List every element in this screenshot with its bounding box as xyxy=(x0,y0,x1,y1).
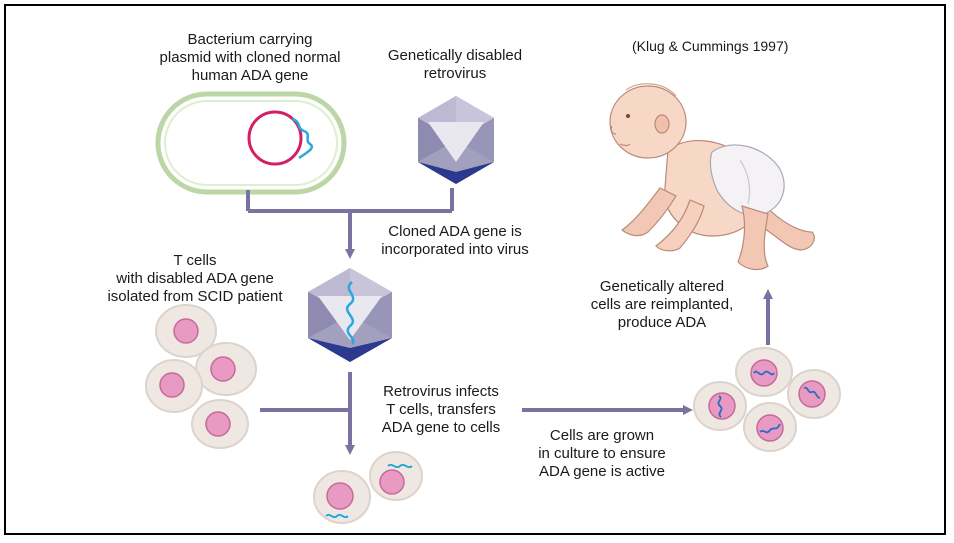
reimplanted-label: Genetically altered cells are reimplante… xyxy=(590,278,734,331)
ada-gene-icon xyxy=(325,513,349,519)
t-cell xyxy=(145,359,203,413)
incorporated-label: Cloned ADA gene is incorporated into vir… xyxy=(381,223,529,258)
bacterium-icon xyxy=(155,91,347,195)
infected-t-cells xyxy=(313,451,423,524)
citation: (Klug & Cummings 1997) xyxy=(632,38,789,54)
t-cells-label: T cells with disabled ADA gene isolated … xyxy=(107,252,283,305)
infects-label: Retrovirus infects T cells, transfers AD… xyxy=(381,383,501,436)
baby-icon xyxy=(609,83,815,271)
figure-frame xyxy=(4,4,946,535)
ada-gene-icon xyxy=(753,370,775,376)
merge-arrow xyxy=(246,188,454,259)
grown-label: Cells are grown in culture to ensure ADA… xyxy=(538,427,666,480)
retrovirus-label: Genetically disabled retrovirus xyxy=(387,47,523,82)
ada-gene-icon xyxy=(291,117,314,160)
ada-gene-icon xyxy=(387,463,413,469)
ada-gene-icon xyxy=(717,395,723,418)
t-cell xyxy=(155,304,217,358)
t-cell xyxy=(369,451,423,501)
infection-arrow xyxy=(260,372,355,455)
recombinant-virus-icon xyxy=(308,268,392,362)
t-cell xyxy=(787,369,841,419)
t-cell xyxy=(313,470,371,524)
ada-gene-icon xyxy=(345,281,355,345)
plasmid-icon xyxy=(247,110,303,166)
t-cell xyxy=(191,399,249,449)
t-cell xyxy=(735,347,793,397)
ada-gene-icon xyxy=(759,423,781,434)
retrovirus-icon xyxy=(418,96,494,184)
ada-gene-icon xyxy=(803,386,821,399)
t-cell xyxy=(195,342,257,396)
t-cell xyxy=(743,402,797,452)
bacterium-label: Bacterium carrying plasmid with cloned n… xyxy=(159,31,341,84)
patient-t-cells xyxy=(145,304,257,449)
t-cell xyxy=(693,381,747,431)
cultured-cells xyxy=(693,347,841,452)
